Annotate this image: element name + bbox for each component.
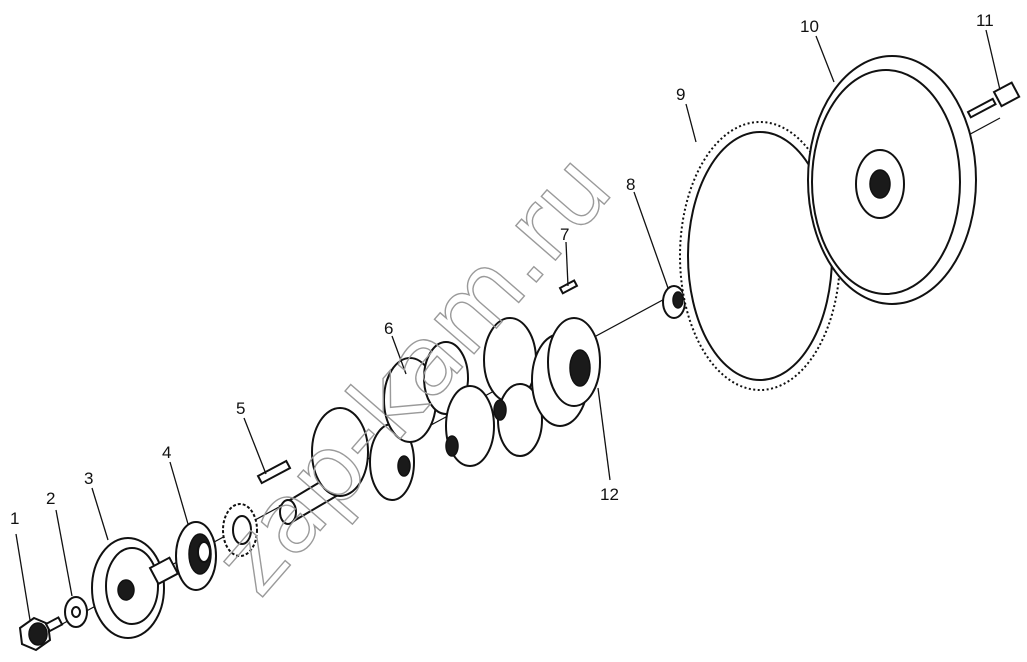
callout-10: 10	[800, 17, 819, 36]
callout-12: 12	[600, 485, 619, 504]
callout-3: 3	[84, 469, 93, 488]
flywheel-ring-gear	[679, 121, 841, 391]
callout-4: 4	[162, 443, 171, 462]
dowel-pin	[558, 279, 579, 295]
crankshaft-pulley	[91, 537, 180, 639]
callout-8: 8	[626, 175, 635, 194]
washer	[64, 596, 88, 628]
callout-6: 6	[384, 319, 393, 338]
callout-7: 7	[560, 225, 569, 244]
callout-11: 11	[976, 11, 994, 30]
woodruff-key	[256, 459, 292, 485]
callout-9: 9	[676, 85, 685, 104]
pulley-bolt	[18, 616, 64, 652]
callout-1: 1	[10, 509, 19, 528]
pilot-bearing	[662, 285, 686, 319]
flywheel	[807, 55, 977, 305]
callout-5: 5	[236, 399, 245, 418]
front-oil-seal	[175, 521, 217, 591]
crankshaft	[278, 317, 601, 525]
leader-lines	[15, 29, 1001, 621]
crankshaft-gear	[222, 503, 258, 557]
callout-2: 2	[46, 489, 55, 508]
flywheel-bolt	[966, 81, 1021, 119]
